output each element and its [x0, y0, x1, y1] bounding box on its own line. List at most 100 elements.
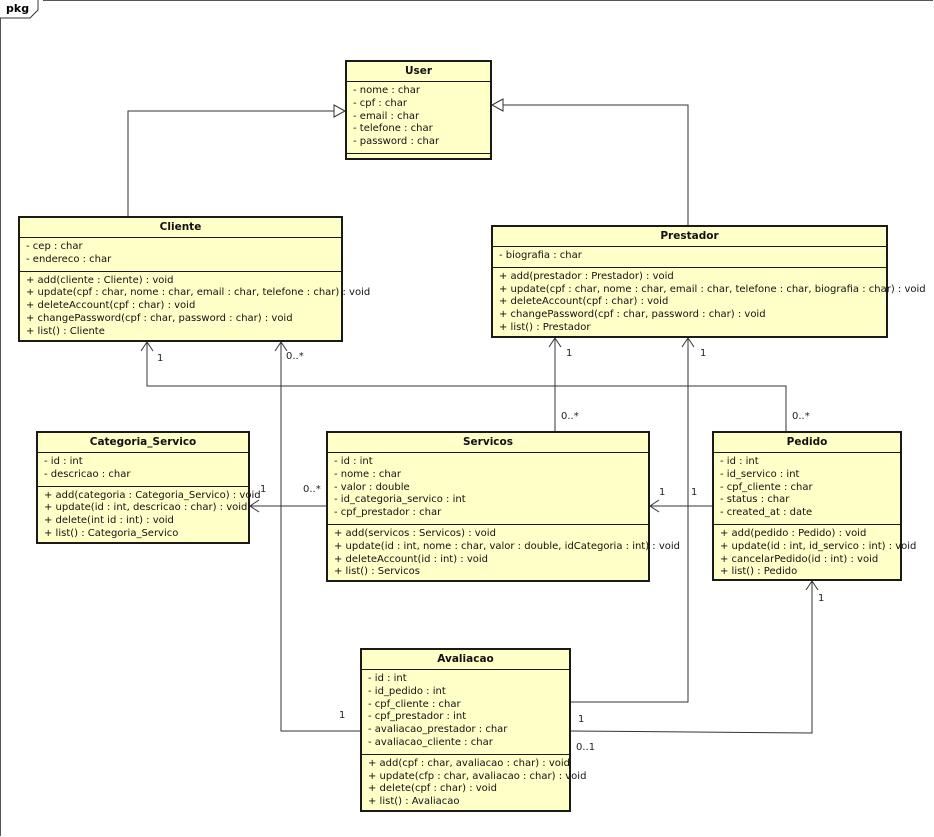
- class-attribute: - cpf_prestador : char: [334, 507, 442, 519]
- class-servicos-attributes: - id : int- nome : char- valor : double-…: [328, 453, 648, 525]
- class-operation: + list() : Servicos: [334, 566, 420, 578]
- class-categoria-servico[interactable]: Categoria_Servico - id : int- descricao …: [36, 431, 261, 544]
- class-attribute: - descricao : char: [44, 468, 131, 480]
- assoc-avaliacao-pedido-arrow: [805, 580, 819, 591]
- class-operation: + cancelarPedido(id : int) : void: [720, 553, 879, 565]
- class-operation: + add(prestador : Prestador) : void: [499, 270, 674, 282]
- mult-prestador-avaliacao-avaliacao-end: 1: [578, 714, 585, 725]
- class-operation: + delete(int id : int) : void: [44, 515, 174, 527]
- class-attribute: - id_servico : int: [720, 468, 800, 480]
- class-attribute: - cpf_prestador : int: [368, 711, 467, 723]
- class-attribute: - id_categoria_servico : int: [334, 494, 466, 506]
- mult-categoria-servicos-categoria-end: 1: [260, 484, 267, 495]
- class-pedido[interactable]: Pedido - id : int- id_servico : int- cpf…: [712, 431, 917, 583]
- assoc-pedido-servicos-arrow: [649, 499, 660, 513]
- assoc-avaliacao-pedido: [570, 581, 813, 734]
- generalization-prestador-user: [503, 104, 689, 225]
- class-cliente-operations: + add(cliente : Cliente) : void+ update(…: [20, 272, 371, 343]
- class-operation: + list() : Prestador: [499, 321, 591, 333]
- class-operation: + add(cliente : Cliente) : void: [26, 274, 174, 286]
- class-prestador-operations: + add(prestador : Prestador) : void+ upd…: [493, 268, 926, 339]
- assoc-avaliacao-cliente: [280, 342, 361, 732]
- mult-pedido-avaliacao-avaliacao-end: 0..1: [576, 742, 596, 753]
- class-avaliacao[interactable]: Avaliacao - id : int- id_pedido : int- c…: [360, 648, 587, 813]
- class-attribute: - avaliacao_cliente : char: [368, 736, 493, 748]
- generalization-prestador-user-arrowhead: [490, 98, 504, 112]
- class-operation: + update(id : int, id_servico : int) : v…: [720, 540, 917, 552]
- class-attribute: - cep : char: [26, 241, 83, 252]
- generalization-cliente-user-arrowhead: [333, 104, 347, 118]
- mult-prestador-servicos-prestador-end: 1: [566, 348, 573, 359]
- class-operation: + update(id : int, descricao : char) : v…: [44, 502, 248, 514]
- class-operation: + add(servicos : Servicos) : void: [334, 527, 496, 539]
- class-categoria-servico-attributes: - id : int- descricao : char: [38, 453, 248, 487]
- generalization-cliente-user: [127, 110, 334, 216]
- mult-pedido-avaliacao-pedido-end: 1: [818, 593, 825, 604]
- class-operation: + add(categoria : Categoria_Servico) : v…: [44, 489, 261, 501]
- mult-categoria-servicos-servicos-end: 0..*: [303, 484, 321, 495]
- class-attribute: - biografia : char: [499, 250, 582, 261]
- class-user[interactable]: User - nome : char- cpf : char- email : …: [345, 60, 492, 160]
- class-prestador-title: Prestador: [493, 227, 886, 247]
- class-servicos[interactable]: Servicos - id : int- nome : char- valor …: [326, 431, 681, 582]
- class-operation: + update(cfp : char, avaliacao : char) :…: [368, 770, 587, 782]
- class-prestador-attributes: - biografia : char: [493, 247, 886, 268]
- assoc-avaliacao-prestador-arrow: [681, 337, 695, 348]
- mult-servicos-pedido-servicos-end: 1: [659, 487, 666, 498]
- assoc-pedido-cliente-arrow: [140, 341, 154, 352]
- class-avaliacao-attributes: - id : int- id_pedido : int- cpf_cliente…: [362, 670, 569, 755]
- mult-cliente-pedido-cliente-end: 1: [157, 353, 164, 364]
- class-avaliacao-title: Avaliacao: [362, 650, 569, 670]
- class-servicos-title: Servicos: [328, 433, 648, 453]
- class-attribute: - avaliacao_prestador : char: [368, 724, 508, 736]
- class-operation: + add(cpf : char, avaliacao : char) : vo…: [368, 757, 571, 769]
- class-pedido-operations: + add(pedido : Pedido) : void+ update(id…: [714, 525, 917, 583]
- class-attribute: - created_at : date: [720, 507, 813, 519]
- class-operation: + list() : Cliente: [26, 325, 105, 337]
- package-tab-border: [0, 0, 39, 19]
- class-prestador[interactable]: Prestador - biografia : char + add(prest…: [491, 225, 926, 339]
- mult-prestador-servicos-servicos-end: 0..*: [561, 411, 579, 422]
- package-label: pkg: [0, 0, 44, 18]
- class-cliente-title: Cliente: [20, 218, 341, 238]
- class-attribute: - id_pedido : int: [368, 685, 446, 697]
- class-attribute: - nome : char: [334, 468, 401, 480]
- class-categoria-servico-title: Categoria_Servico: [38, 433, 248, 453]
- class-attribute: - status : char: [720, 494, 790, 506]
- class-operation: + deleteAccount(cpf : char) : void: [26, 300, 196, 312]
- class-cliente[interactable]: Cliente - cep : char- endereco : char + …: [18, 216, 371, 343]
- class-attribute: - password : char: [353, 136, 440, 148]
- assoc-servicos-categoria-arrow: [249, 499, 260, 513]
- class-user-operations: [347, 154, 490, 167]
- assoc-avaliacao-prestador: [571, 338, 689, 703]
- class-attribute: - telefone : char: [353, 123, 433, 135]
- class-attribute: - cpf_cliente : char: [720, 481, 813, 493]
- class-attribute: - cpf : char: [353, 97, 407, 109]
- class-cliente-attributes: - cep : char- endereco : char: [20, 238, 341, 272]
- mult-cliente-avaliacao-cliente-end: 0..*: [286, 351, 304, 362]
- class-pedido-title: Pedido: [714, 433, 900, 453]
- class-attribute: - id : int: [720, 456, 759, 467]
- class-attribute: - id : int: [44, 456, 83, 467]
- class-attribute: - nome : char: [353, 85, 420, 96]
- class-operation: + update(id : int, nome : char, valor : …: [334, 540, 681, 552]
- class-user-title: User: [347, 62, 490, 82]
- class-avaliacao-operations: + add(cpf : char, avaliacao : char) : vo…: [362, 755, 587, 813]
- class-operation: + add(pedido : Pedido) : void: [720, 527, 867, 539]
- assoc-servicos-prestador-arrow: [548, 337, 562, 348]
- class-operation: + delete(cpf : char) : void: [368, 783, 497, 795]
- mult-servicos-pedido-pedido-end: 1: [691, 487, 698, 498]
- class-attribute: - email : char: [353, 110, 420, 122]
- class-operation: + update(cpf : char, nome : char, email …: [499, 283, 926, 295]
- assoc-avaliacao-cliente-arrow: [274, 341, 288, 352]
- assoc-pedido-cliente: [146, 342, 787, 431]
- class-attribute: - valor : double: [334, 481, 410, 493]
- class-attribute: - endereco : char: [26, 253, 112, 265]
- mult-cliente-avaliacao-avaliacao-end: 1: [339, 710, 346, 721]
- class-operation: + deleteAccount(id : int) : void: [334, 553, 489, 565]
- class-operation: + update(cpf : char, nome : char, email …: [26, 287, 371, 299]
- class-operation: + deleteAccount(cpf : char) : void: [499, 296, 669, 308]
